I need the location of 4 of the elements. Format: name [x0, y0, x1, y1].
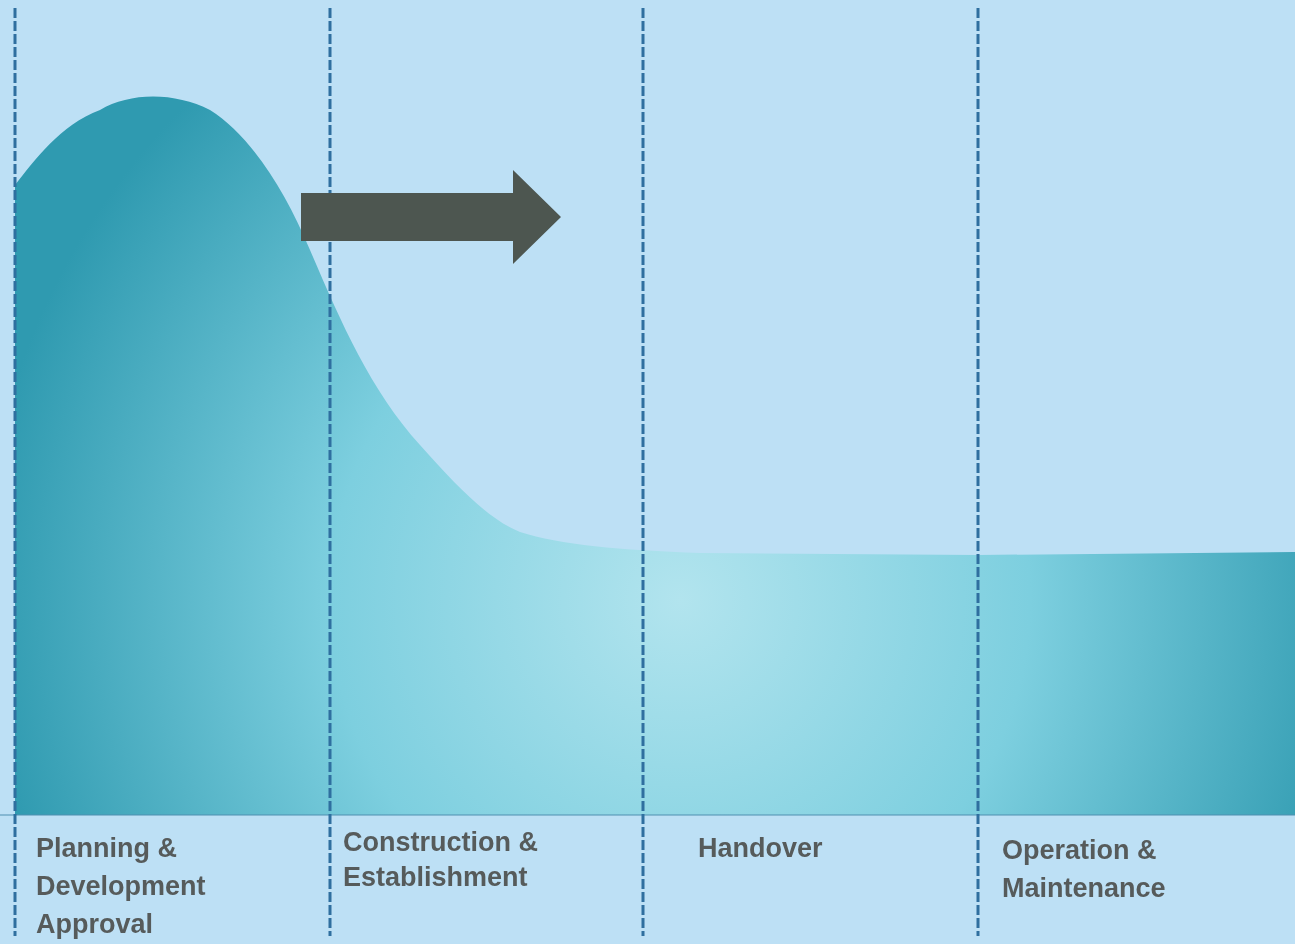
phase-label: Operation & Maintenance [1002, 834, 1167, 905]
phase-label: Handover [698, 832, 824, 865]
phase-label: Planning & Development Approval [36, 832, 207, 941]
phase-label: Construction & Establishment [343, 826, 539, 894]
